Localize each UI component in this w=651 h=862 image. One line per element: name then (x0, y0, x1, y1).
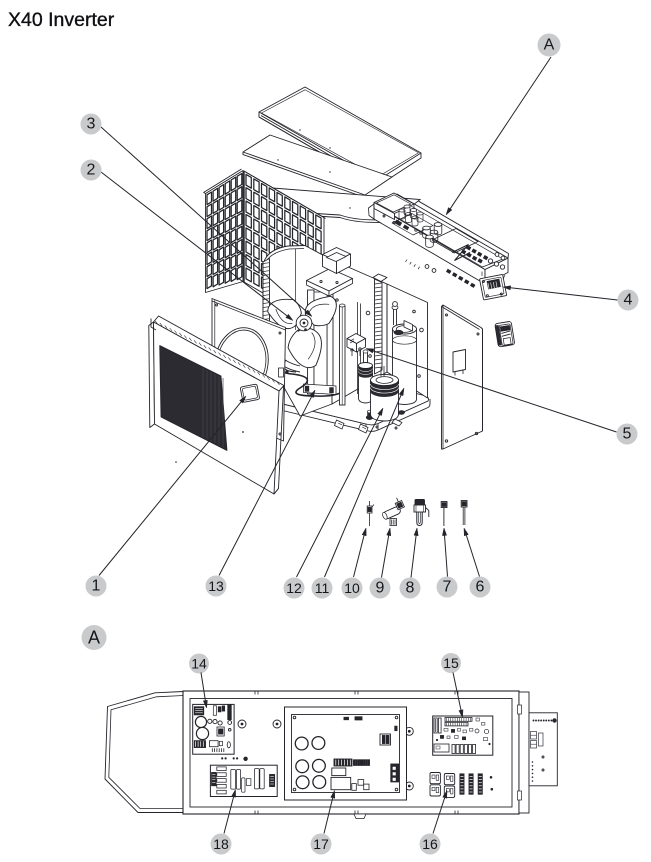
svg-text:12: 12 (286, 580, 302, 596)
svg-text:16: 16 (422, 836, 438, 852)
svg-text:9: 9 (376, 580, 385, 597)
svg-text:1: 1 (92, 578, 101, 595)
svg-text:17: 17 (313, 836, 329, 852)
svg-text:7: 7 (443, 579, 452, 596)
svg-text:X40 Inverter: X40 Inverter (8, 9, 115, 31)
svg-text:8: 8 (406, 580, 415, 597)
svg-text:18: 18 (213, 836, 229, 852)
svg-text:6: 6 (476, 579, 485, 596)
svg-text:5: 5 (623, 426, 632, 443)
svg-text:13: 13 (208, 578, 224, 594)
svg-text:14: 14 (191, 656, 207, 672)
svg-text:11: 11 (315, 580, 330, 596)
svg-text:2: 2 (87, 162, 96, 179)
svg-text:A: A (88, 628, 100, 648)
svg-text:A: A (544, 37, 555, 54)
svg-text:15: 15 (443, 655, 459, 671)
svg-text:10: 10 (344, 580, 360, 596)
svg-text:3: 3 (87, 116, 96, 133)
svg-text:4: 4 (624, 292, 633, 309)
